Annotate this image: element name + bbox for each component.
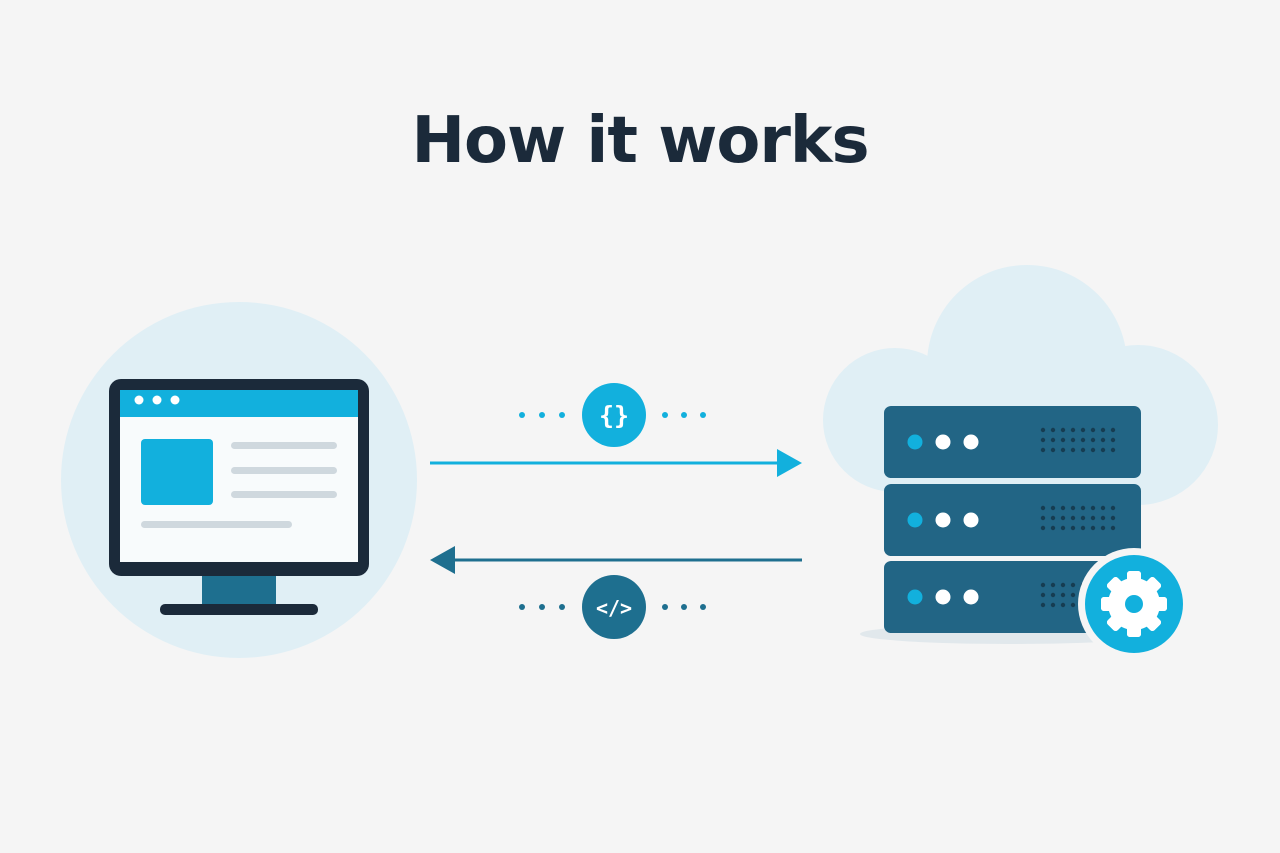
request-arrow bbox=[430, 449, 802, 477]
response-badge-glyph: </> bbox=[596, 596, 632, 620]
content-text-line bbox=[231, 491, 337, 498]
response-flow: </> bbox=[430, 546, 802, 639]
vent-grill bbox=[1040, 505, 1116, 531]
page-title: How it works bbox=[411, 104, 869, 178]
vent-grill bbox=[1040, 427, 1116, 453]
desktop-monitor-icon bbox=[109, 379, 369, 615]
gear-icon bbox=[1078, 548, 1190, 660]
content-text-line bbox=[141, 521, 292, 528]
response-dots-right bbox=[662, 604, 706, 610]
client-group bbox=[61, 302, 417, 658]
code-tag-icon: </> bbox=[582, 575, 646, 639]
browser-dot bbox=[134, 395, 144, 405]
response-dots-left bbox=[519, 604, 565, 610]
request-badge-glyph: {} bbox=[599, 401, 629, 430]
server-group bbox=[823, 265, 1218, 660]
content-text-line bbox=[231, 442, 337, 449]
content-image-block bbox=[141, 439, 213, 505]
request-dots-left bbox=[519, 412, 565, 418]
request-dots-right bbox=[662, 412, 706, 418]
server-unit bbox=[884, 561, 1141, 633]
server-unit bbox=[884, 484, 1141, 556]
server-unit bbox=[884, 406, 1141, 478]
server-rack-icon bbox=[884, 406, 1141, 633]
request-flow: {} bbox=[430, 383, 802, 477]
response-arrow bbox=[430, 546, 802, 574]
browser-dot bbox=[170, 395, 180, 405]
browser-dot bbox=[152, 395, 162, 405]
json-braces-icon: {} bbox=[582, 383, 646, 447]
content-text-line bbox=[231, 467, 337, 474]
